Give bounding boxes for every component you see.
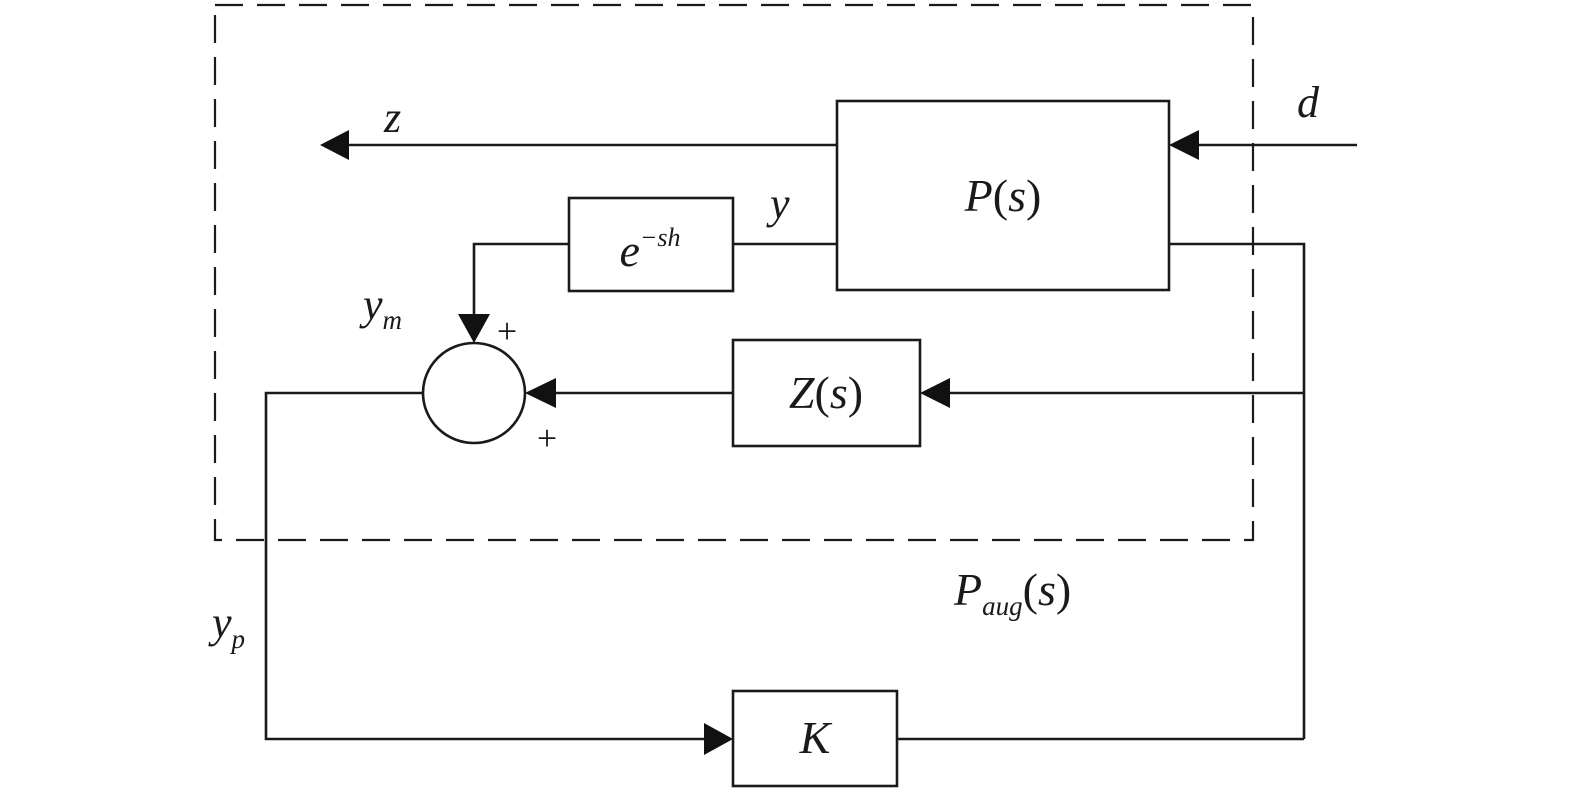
arrow-into-sum-top: [458, 314, 490, 343]
delay-label: e−sh: [619, 223, 680, 276]
plant-label: P(s): [964, 170, 1042, 221]
arrow-d-input: [1169, 130, 1199, 160]
arrow-into-filter: [920, 378, 950, 408]
signal-yp-label: yp: [208, 598, 245, 654]
signal-y-label: y: [766, 179, 790, 228]
plant-block: [835, 99, 1171, 292]
signal-ym-label: ym: [359, 280, 402, 335]
signal-d-label: d: [1297, 78, 1320, 127]
summing-junction: [421, 341, 527, 445]
wire-yp-feedback: [264, 391, 707, 741]
arrow-z-output: [320, 130, 349, 160]
signal-z-label: z: [383, 93, 401, 142]
augmented-plant-label: Paug(s): [953, 564, 1071, 621]
wire-delay-to-sum: [472, 242, 569, 318]
controller-label: K: [799, 712, 833, 763]
filter-label: Z(s): [789, 367, 863, 418]
controller-block: [731, 689, 899, 788]
arrow-into-sum-right: [525, 378, 556, 408]
wire-plant-output-right: [1169, 242, 1306, 739]
augmented-plant-boundary: [213, 3, 1255, 542]
sum-sign-bottom: +: [537, 418, 557, 458]
arrow-into-controller: [704, 723, 733, 755]
delay-block: [567, 196, 735, 293]
sum-sign-top: +: [497, 311, 517, 351]
filter-block: [731, 338, 922, 448]
